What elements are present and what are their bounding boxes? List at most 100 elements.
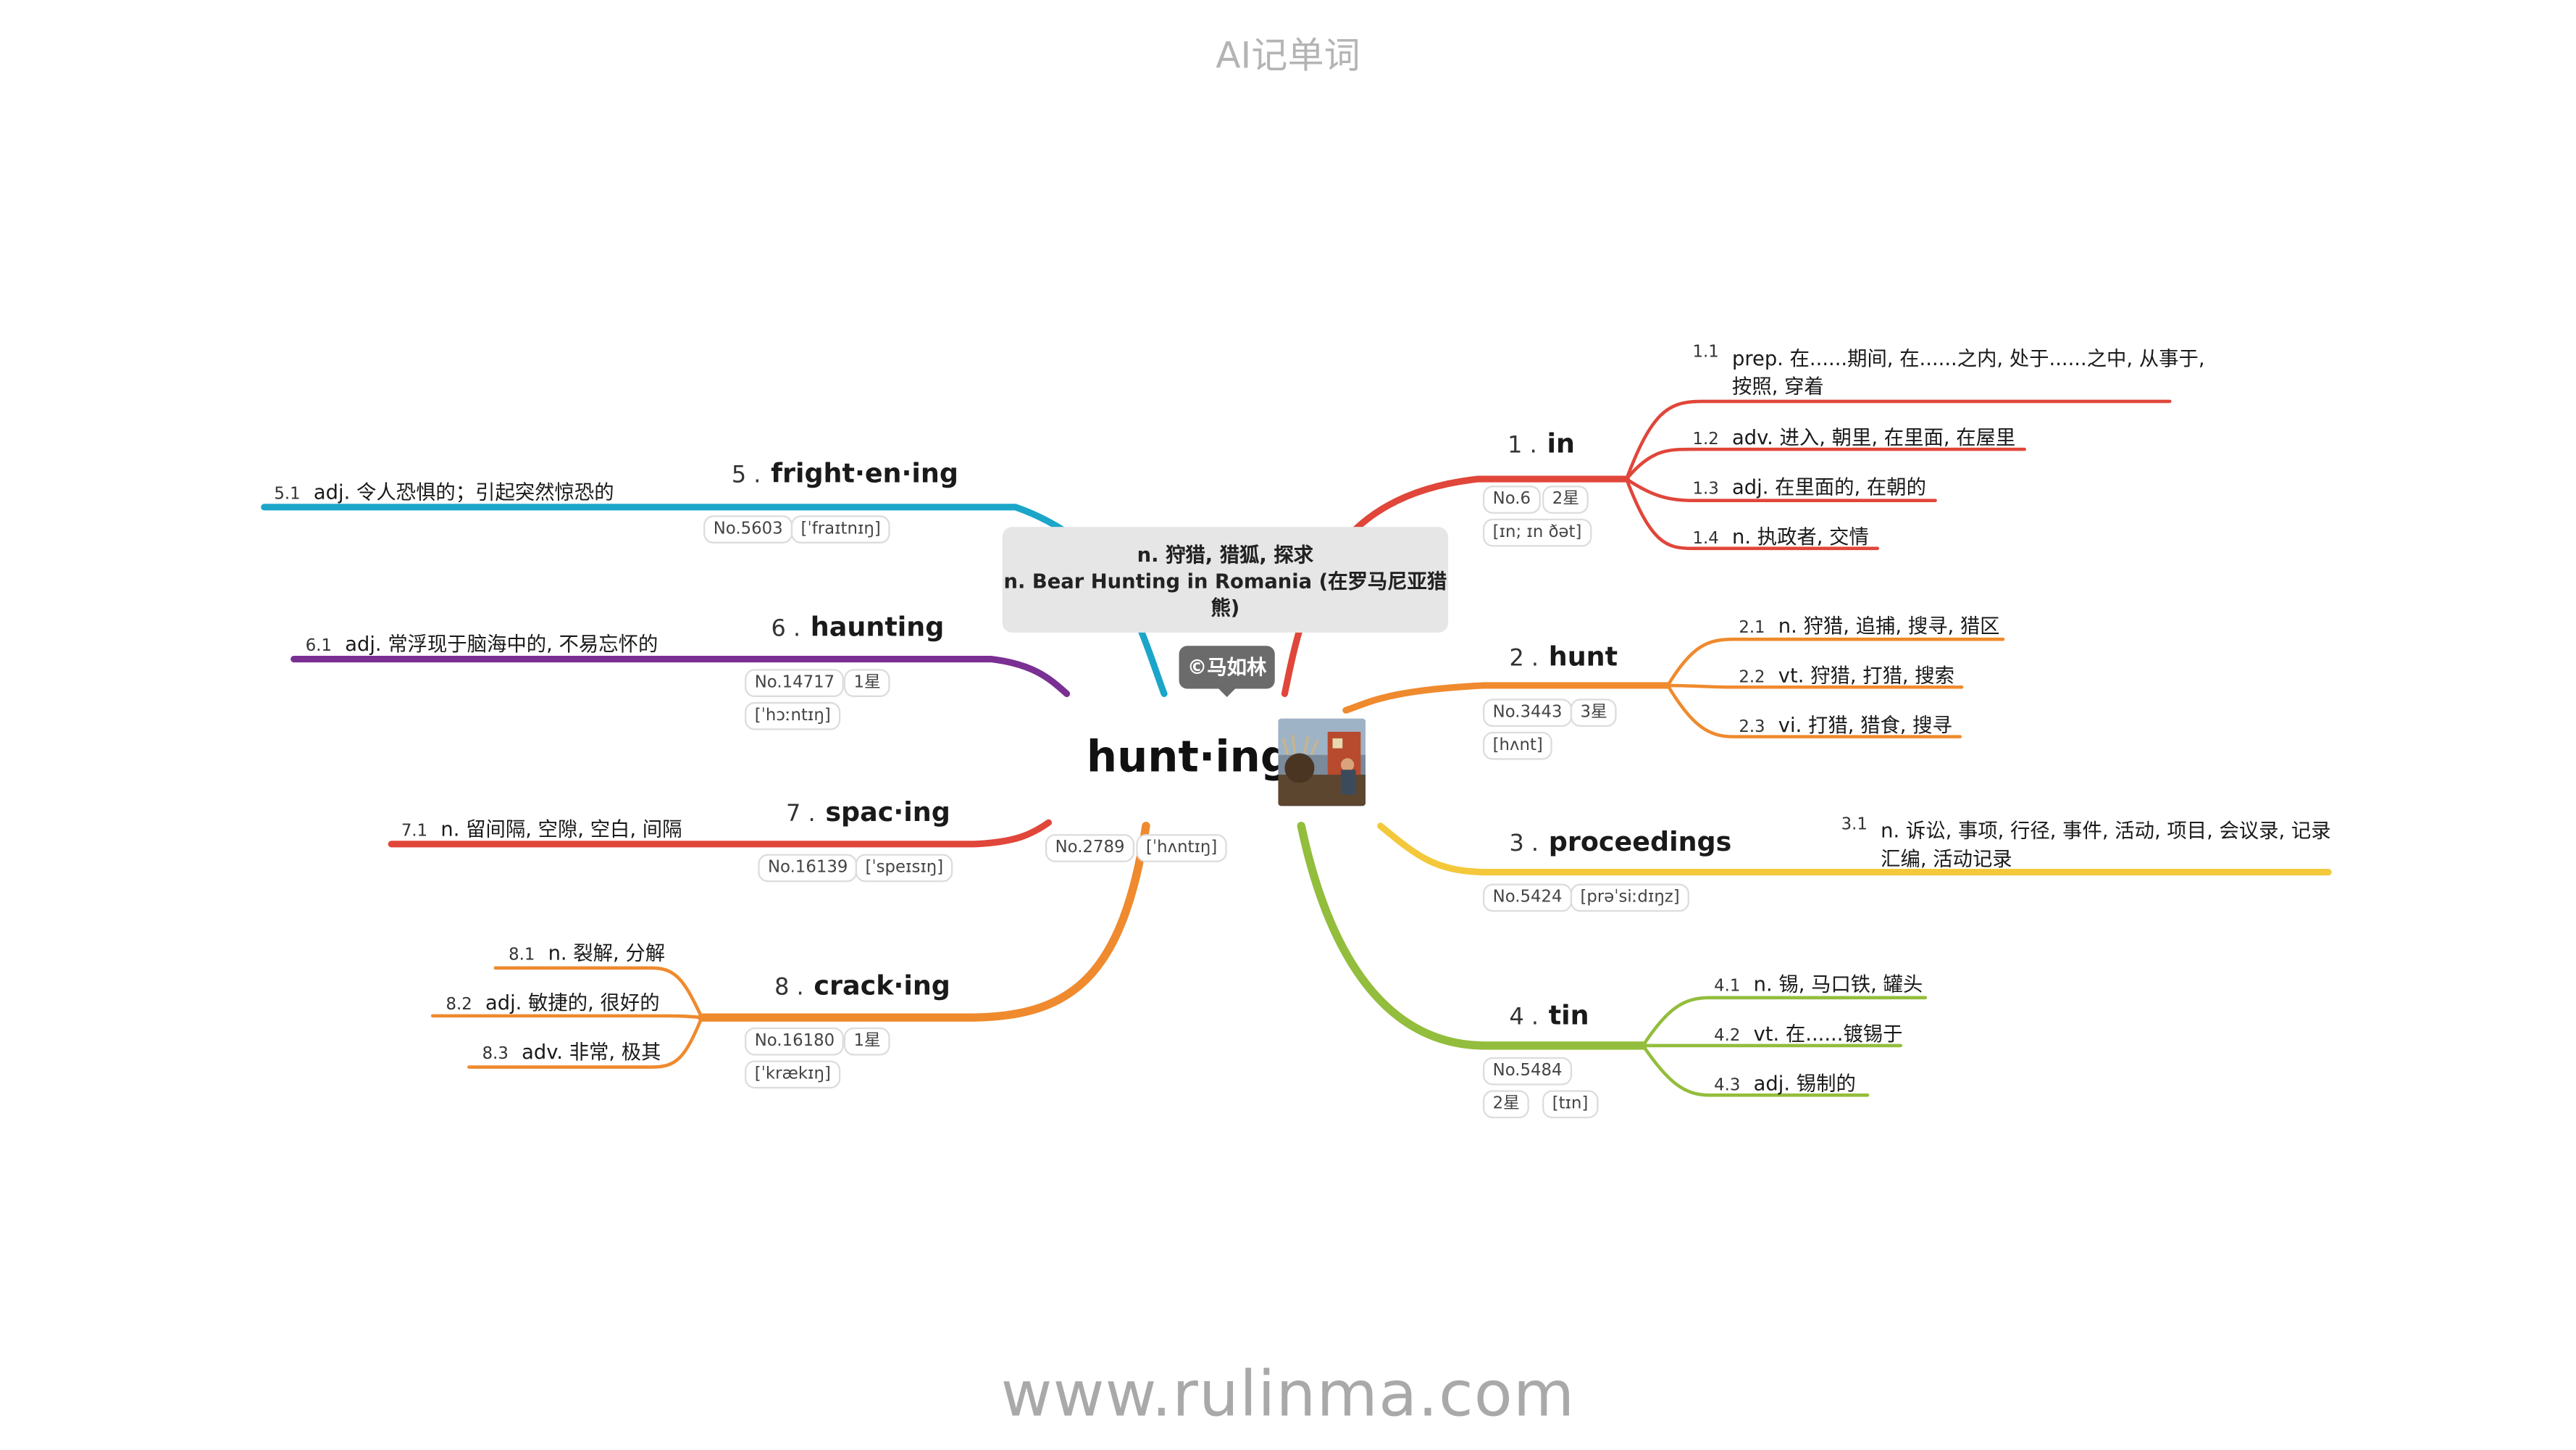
definition-8-2: 8.2 adj. 敏捷的, 很好的 <box>446 985 659 1016</box>
definition-8-1: 8.1 n. 裂解, 分解 <box>509 935 665 966</box>
definition-number: 5.1 <box>274 486 301 504</box>
definition-number: 1.2 <box>1692 430 1719 450</box>
definition-text: adv. 非常, 极其 <box>522 1041 661 1064</box>
definition-text: n. 狩猎, 追捕, 搜寻, 猎区 <box>1778 614 2000 638</box>
branch-number: 6 . <box>771 616 801 643</box>
branch-word: hunt <box>1548 641 1618 672</box>
branch-6-title: 6 . haunting <box>771 611 945 642</box>
definition-number: 7.1 <box>401 822 428 841</box>
definition-number: 2.1 <box>1739 619 1765 638</box>
phonetic-tag: [ˈkrækɪŋ] <box>745 1060 841 1089</box>
branch-number: 5 . <box>731 462 761 489</box>
rank-tag: No.5603 <box>703 515 793 543</box>
branch-2-connector <box>1342 682 1671 714</box>
def-8-3-connector <box>467 1015 704 1069</box>
definition-text: n. 锡, 马口铁, 罐头 <box>1753 972 1923 996</box>
rank-tag: No.5424 <box>1482 883 1573 912</box>
branch-8-title: 8 . crack·ing <box>774 970 950 1001</box>
def-1-2-connector <box>1625 447 2026 481</box>
phonetic-tag: [hʌnt] <box>1482 731 1553 760</box>
branch-number: 3 . <box>1509 830 1539 858</box>
central-word: hunt·ing <box>1086 733 1292 783</box>
definition-number: 1.3 <box>1692 480 1719 499</box>
meaning-line: n. Bear Hunting in Romania (在罗马尼亚猎熊) <box>1003 570 1447 620</box>
branch-3-connector <box>1377 822 2332 876</box>
star-tag: 1星 <box>843 1027 891 1056</box>
branch-5-title: 5 .fright·en·ing <box>732 457 958 488</box>
def-1-3-connector <box>1625 477 1937 502</box>
def-8-1-connector <box>493 966 704 1020</box>
definition-number: 8.3 <box>482 1045 509 1064</box>
branch-6-connector <box>290 655 1071 697</box>
rank-tag: No.3443 <box>1482 699 1573 727</box>
hunting-photo-icon <box>1278 718 1366 807</box>
def-2-3-connector <box>1666 683 1962 738</box>
definition-text: vt. 在......镀锡于 <box>1753 1022 1903 1046</box>
definition-text: adj. 令人恐惧的；引起突然惊恐的 <box>313 480 614 504</box>
branch-number: 4 . <box>1509 1004 1539 1031</box>
site-watermark: www.rulinma.com <box>1000 1357 1576 1431</box>
central-phonetic-tag: [ˈhʌntɪŋ] <box>1136 834 1227 862</box>
branch-1-title: 1 . in <box>1507 428 1575 459</box>
definition-8-3: 8.3 adv. 非常, 极其 <box>482 1034 661 1065</box>
definition-text: n. 诉讼, 事项, 行径, 事件, 活动, 项目, 会议录, 记录 <box>1881 819 2331 843</box>
branch-number: 8 . <box>774 974 804 1001</box>
branch-word: in <box>1547 428 1575 459</box>
branch-word: spac·ing <box>825 796 950 828</box>
branch-4-connector <box>1297 822 1647 1050</box>
star-tag: 3星 <box>1570 699 1618 727</box>
definition-number: 2.2 <box>1739 669 1765 688</box>
definition-4-1: 4.1 n. 锡, 马口铁, 罐头 <box>1714 967 1923 998</box>
def-4-3-connector <box>1641 1043 1870 1097</box>
phonetic-tag: [ɪn; ɪn ðət] <box>1482 518 1592 547</box>
branch-number: 1 . <box>1507 433 1537 459</box>
def-1-4-connector <box>1625 477 1880 551</box>
def-2-1-connector <box>1666 637 2005 688</box>
definition-text: prep. 在......期间, 在......之内, 处于......之中, … <box>1731 346 2205 370</box>
branch-4-title: 4 . tin <box>1509 999 1589 1030</box>
meaning-line: n. 狩猎, 猎狐, 探求 <box>1137 543 1314 567</box>
star-tag: 1星 <box>843 669 891 697</box>
definition-text: adv. 进入, 朝里, 在里面, 在屋里 <box>1731 426 2016 450</box>
definition-number: 4.1 <box>1714 978 1741 996</box>
definition-text: adj. 敏捷的, 很好的 <box>485 991 660 1014</box>
branch-7-connector <box>388 819 1053 848</box>
definition-text: vt. 狩猎, 打猎, 搜索 <box>1778 664 1955 688</box>
branch-3-title: 3 . proceedings <box>1509 826 1731 857</box>
definition-1-2: 1.2 adv. 进入, 朝里, 在里面, 在屋里 <box>1692 420 2015 451</box>
star-tag: 2星 <box>1482 1090 1530 1119</box>
copyright-badge-pointer <box>1216 687 1237 697</box>
rank-tag: No.6 <box>1482 486 1541 514</box>
branch-word: proceedings <box>1548 825 1732 858</box>
branch-word: crack·ing <box>814 970 950 1001</box>
word-meaning-box: n. 狩猎, 猎狐, 探求 n. Bear Hunting in Romania… <box>1002 527 1449 633</box>
definition-number: 8.1 <box>509 946 535 965</box>
definition-text: 汇编, 活动记录 <box>1881 847 2012 871</box>
phonetic-tag: [ˈhɔːntɪŋ] <box>745 701 841 730</box>
central-rank-tag: No.2789 <box>1045 834 1135 862</box>
word-photo <box>1278 718 1366 807</box>
definition-number: 4.3 <box>1714 1077 1741 1096</box>
definition-2-1: 2.1 n. 狩猎, 追捕, 搜寻, 猎区 <box>1739 608 1999 639</box>
def-1-1-connector <box>1625 399 2172 481</box>
def-2-2-connector <box>1666 683 1964 689</box>
definition-number: 8.2 <box>446 996 472 1014</box>
copyright-badge: ©马如林 <box>1179 646 1275 689</box>
branch-word: haunting <box>810 611 945 643</box>
phonetic-tag: [ˈfraɪtnɪŋ] <box>790 515 891 543</box>
phonetic-tag: [ˈspeɪsɪŋ] <box>855 854 953 883</box>
def-4-1-connector <box>1641 996 1928 1048</box>
branch-word: tin <box>1548 999 1589 1031</box>
def-8-2-connector <box>430 1014 704 1020</box>
definition-text: 按照, 穿着 <box>1731 375 1824 399</box>
definition-number: 3.1 <box>1841 816 1868 835</box>
branch-2-title: 2 .hunt <box>1509 641 1618 672</box>
definition-3-1: 3.1 n. 诉讼, 事项, 行径, 事件, 活动, 项目, 会议录, 记录汇编,… <box>1841 816 2331 872</box>
definition-text: n. 裂解, 分解 <box>548 941 666 965</box>
